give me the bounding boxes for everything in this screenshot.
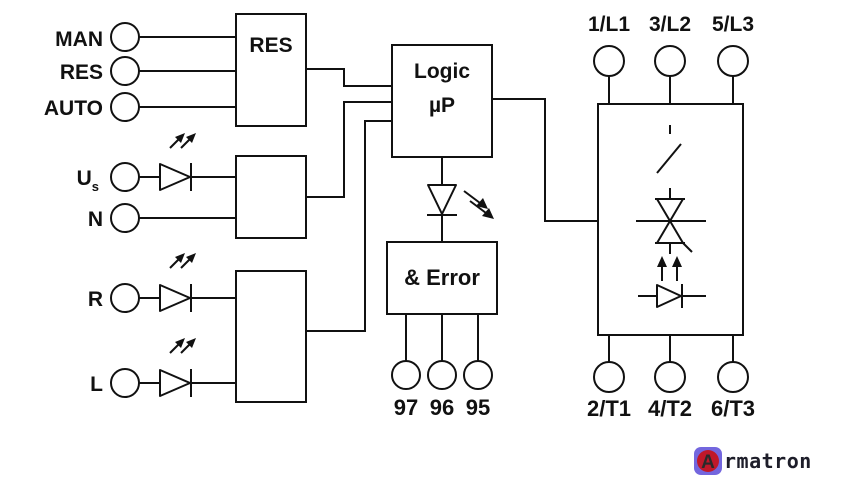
input-label-auto: AUTO	[44, 97, 103, 120]
res-block	[235, 13, 307, 127]
terminal-l3	[717, 45, 749, 77]
logic-label-2: µP	[429, 94, 455, 117]
brand-logo: A rmatron	[694, 446, 812, 476]
error-terminal-label-96: 96	[430, 395, 454, 420]
terminal-t3	[717, 361, 749, 393]
line-terminal-label-l1: 1/L1	[588, 13, 630, 36]
photodiode-icon	[638, 284, 706, 308]
brand-badge-letter: A	[701, 452, 715, 473]
line-terminal-label-l3: 5/L3	[712, 13, 754, 36]
terminal-t1	[593, 361, 625, 393]
letter-a-badge-icon: A	[694, 447, 722, 475]
terminal-r	[110, 283, 140, 313]
led-r-indicator	[159, 252, 197, 312]
terminal-res	[110, 56, 140, 86]
brand-text: rmatron	[724, 449, 812, 473]
terminal-n	[110, 203, 140, 233]
input-label-l: L	[90, 373, 103, 396]
logic-block	[391, 44, 493, 158]
input-label-us: Us	[77, 167, 99, 194]
terminal-l2	[654, 45, 686, 77]
switch-contact-icon	[656, 125, 682, 174]
led-error-indicator	[427, 184, 494, 219]
load-terminal-label-t2: 4/T2	[648, 396, 692, 421]
terminal-96	[427, 360, 457, 390]
error-terminal-label-95: 95	[466, 395, 490, 420]
rotation-block	[235, 270, 307, 403]
line-terminal-label-l2: 3/L2	[649, 13, 691, 36]
input-label-r: R	[88, 288, 103, 311]
terminal-man	[110, 22, 140, 52]
terminal-t2	[654, 361, 686, 393]
terminal-us	[110, 162, 140, 192]
error-block-label: & Error	[404, 265, 480, 290]
terminal-97	[391, 360, 421, 390]
error-block	[386, 241, 498, 315]
terminal-l1	[593, 45, 625, 77]
terminal-95	[463, 360, 493, 390]
input-label-man: MAN	[55, 28, 103, 51]
terminal-auto	[110, 92, 140, 122]
load-terminal-label-t3: 6/T3	[711, 396, 755, 421]
load-terminal-label-t1: 2/T1	[587, 396, 631, 421]
terminal-l	[110, 368, 140, 398]
input-label-res: RES	[60, 61, 103, 84]
led-us-indicator	[159, 132, 197, 191]
error-terminal-label-97: 97	[394, 395, 418, 420]
triac-icon	[636, 188, 706, 254]
led-l-indicator	[159, 337, 197, 397]
input-label-n: N	[88, 208, 103, 231]
res-block-label: RES	[249, 34, 292, 57]
logic-label-1: Logic	[414, 60, 470, 83]
supply-block	[235, 155, 307, 239]
optocoupler-arrows-icon	[657, 256, 682, 281]
